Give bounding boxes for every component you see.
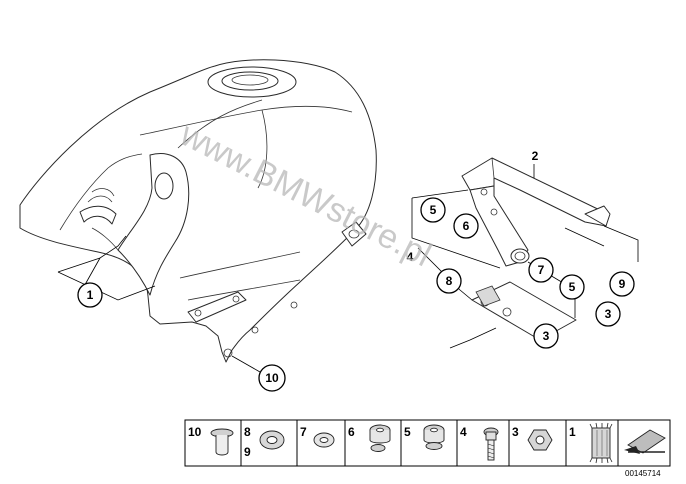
svg-text:3: 3 (605, 307, 612, 321)
svg-text:9: 9 (619, 277, 626, 291)
bracket-drawing (461, 157, 611, 267)
legend-label-7: 7 (300, 425, 307, 439)
hex-screw-icon (483, 427, 499, 461)
legend-label-6: 6 (348, 425, 355, 439)
callout-5b: 5 (559, 274, 585, 300)
fuel-tank-drawing (19, 59, 377, 363)
svg-text:3: 3 (543, 329, 550, 343)
callout-4: 4 (407, 250, 414, 264)
rubber-bush-icon (423, 424, 445, 450)
flat-washer-icon (313, 432, 335, 448)
svg-text:1: 1 (87, 288, 94, 302)
legend-label-10: 10 (188, 425, 202, 439)
callout-7: 7 (528, 257, 554, 283)
svg-text:2: 2 (532, 149, 539, 163)
hex-nut-icon (527, 429, 553, 451)
grommet-icon (589, 422, 613, 464)
svg-text:6: 6 (463, 219, 470, 233)
direction-arrow-icon (624, 429, 666, 454)
callout-3a: 3 (595, 301, 621, 327)
rubber-bush-icon (369, 424, 391, 452)
legend-label-3: 3 (512, 425, 519, 439)
legend-label-4: 4 (460, 425, 467, 439)
svg-text:10: 10 (265, 371, 279, 385)
callout-5a: 5 (420, 197, 446, 223)
washer-icon (259, 430, 285, 450)
parts-legend: 10 8 9 7 6 5 4 3 1 (184, 419, 671, 467)
svg-text:8: 8 (446, 274, 453, 288)
callout-9: 9 (609, 271, 635, 297)
legend-sub-9: 9 (244, 445, 251, 459)
svg-text:7: 7 (538, 263, 545, 277)
svg-text:4: 4 (407, 250, 414, 264)
bolt-head-icon (210, 428, 234, 456)
callout-6: 6 (453, 213, 479, 239)
legend-label-1: 1 (569, 425, 576, 439)
callout-10: 10 (258, 364, 286, 392)
diagram-id: 00145714 (625, 469, 661, 478)
svg-text:5: 5 (430, 203, 437, 217)
callout-2: 2 (532, 149, 539, 163)
callout-8: 8 (436, 268, 462, 294)
callout-1: 1 (77, 282, 103, 308)
svg-text:5: 5 (569, 280, 576, 294)
callout-3b: 3 (533, 323, 559, 349)
legend-label-5: 5 (404, 425, 411, 439)
legend-label-8: 8 (244, 425, 251, 439)
